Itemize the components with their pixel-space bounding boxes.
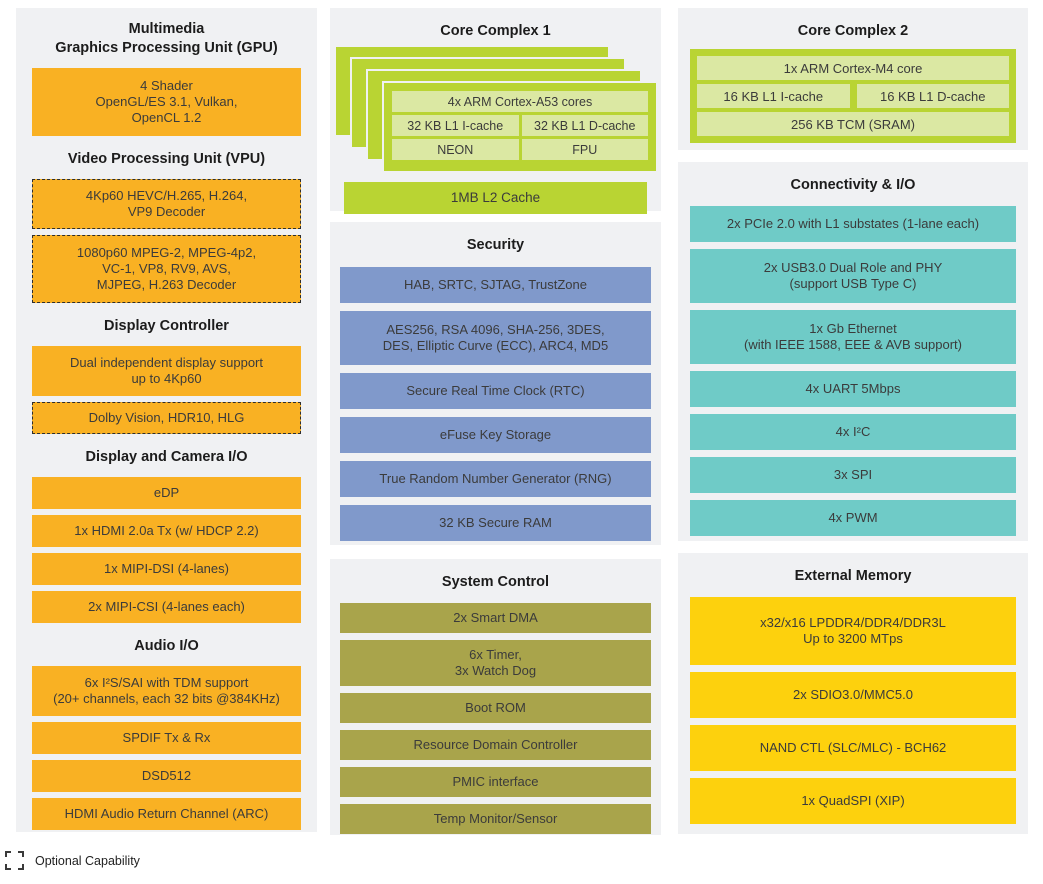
section-title-gpu: Multimedia Graphics Processing Unit (GPU… xyxy=(55,21,278,56)
block-smart-dma: 2x Smart DMA xyxy=(340,603,651,633)
block-rng: True Random Number Generator (RNG) xyxy=(340,461,651,497)
panel-connectivity-io: Connectivity & I/O 2x PCIe 2.0 with L1 s… xyxy=(678,162,1028,541)
block-a53-cores: 4x ARM Cortex-A53 cores xyxy=(392,91,648,112)
block-l2-cache: 1MB L2 Cache xyxy=(344,182,647,214)
block-timer-watchdog: 6x Timer, 3x Watch Dog xyxy=(340,640,651,686)
section-title-external-memory: External Memory xyxy=(794,568,912,584)
block-pcie: 2x PCIe 2.0 with L1 substates (1-lane ea… xyxy=(690,206,1016,242)
block-fpu: FPU xyxy=(521,139,648,160)
dashed-box-icon xyxy=(5,851,24,870)
block-mipi-dsi: 1x MIPI-DSI (4-lanes) xyxy=(32,553,301,585)
block-mipi-csi: 2x MIPI-CSI (4-lanes each) xyxy=(32,591,301,623)
block-secure-ram: 32 KB Secure RAM xyxy=(340,505,651,541)
panel-core-complex-2: Core Complex 2 1x ARM Cortex-M4 core 16 … xyxy=(678,8,1028,150)
block-i2s-sai: 6x I²S/SAI with TDM support (20+ channel… xyxy=(32,666,301,716)
block-l1-icache: 32 KB L1 I-cache xyxy=(392,115,519,136)
section-title-core-complex-1: Core Complex 1 xyxy=(440,23,551,39)
cortex-a53-core-stack: 4x ARM Cortex-A53 cores 32 KB L1 I-cache… xyxy=(330,45,661,176)
block-dual-display: Dual independent display support up to 4… xyxy=(32,346,301,396)
block-m4-l1-dcache: 16 KB L1 D-cache xyxy=(856,84,1009,108)
block-tcm-sram: 256 KB TCM (SRAM) xyxy=(697,112,1009,136)
panel-external-memory: External Memory x32/x16 LPDDR4/DDR4/DDR3… xyxy=(678,553,1028,834)
panel-core-complex-1: Core Complex 1 4x ARM Cortex-A53 cores 3… xyxy=(330,8,661,214)
panel-multimedia: Multimedia Graphics Processing Unit (GPU… xyxy=(16,8,317,832)
block-lpddr4: x32/x16 LPDDR4/DDR4/DDR3L Up to 3200 MTp… xyxy=(690,597,1016,665)
block-boot-rom: Boot ROM xyxy=(340,693,651,723)
core-card-front: 4x ARM Cortex-A53 cores 32 KB L1 I-cache… xyxy=(382,81,658,173)
block-edp: eDP xyxy=(32,477,301,509)
section-title-display-camera-io: Display and Camera I/O xyxy=(85,449,248,465)
neon-fpu-row: NEON FPU xyxy=(392,139,648,160)
block-secure-rtc: Secure Real Time Clock (RTC) xyxy=(340,373,651,409)
section-title-system-control: System Control xyxy=(441,574,550,590)
section-title-audio-io: Audio I/O xyxy=(134,638,199,654)
panel-system-control: System Control 2x Smart DMA 6x Timer, 3x… xyxy=(330,559,661,835)
block-usb3: 2x USB3.0 Dual Role and PHY (support USB… xyxy=(690,249,1016,303)
block-spdif: SPDIF Tx & Rx xyxy=(32,722,301,754)
legend-optional-capability: Optional Capability xyxy=(5,851,140,870)
block-temp-monitor: Temp Monitor/Sensor xyxy=(340,804,651,834)
block-quadspi: 1x QuadSPI (XIP) xyxy=(690,778,1016,824)
m4-cache-row: 16 KB L1 I-cache 16 KB L1 D-cache xyxy=(697,84,1009,108)
block-hdmi-arc: HDMI Audio Return Channel (ARC) xyxy=(32,798,301,830)
block-gb-ethernet: 1x Gb Ethernet (with IEEE 1588, EEE & AV… xyxy=(690,310,1016,364)
section-title-display-controller: Display Controller xyxy=(104,318,229,334)
block-m4-core: 1x ARM Cortex-M4 core xyxy=(697,56,1009,80)
block-hab-trustzone: HAB, SRTC, SJTAG, TrustZone xyxy=(340,267,651,303)
panel-security: Security HAB, SRTC, SJTAG, TrustZone AES… xyxy=(330,222,661,545)
block-nand-ctl: NAND CTL (SLC/MLC) - BCH62 xyxy=(690,725,1016,771)
block-efuse-key-storage: eFuse Key Storage xyxy=(340,417,651,453)
section-title-core-complex-2: Core Complex 2 xyxy=(797,23,909,39)
block-crypto-engines: AES256, RSA 4096, SHA-256, 3DES, DES, El… xyxy=(340,311,651,365)
block-gpu-shader: 4 Shader OpenGL/ES 3.1, Vulkan, OpenCL 1… xyxy=(32,68,301,136)
block-vpu-1080p-decoder: 1080p60 MPEG-2, MPEG-4p2, VC-1, VP8, RV9… xyxy=(32,235,301,303)
block-i2c: 4x I²C xyxy=(690,414,1016,450)
block-uart: 4x UART 5Mbps xyxy=(690,371,1016,407)
block-resource-domain-controller: Resource Domain Controller xyxy=(340,730,651,760)
block-spi: 3x SPI xyxy=(690,457,1016,493)
section-title-vpu: Video Processing Unit (VPU) xyxy=(67,151,266,167)
legend-label: Optional Capability xyxy=(35,853,140,868)
block-neon: NEON xyxy=(392,139,519,160)
block-dsd512: DSD512 xyxy=(32,760,301,792)
block-pwm: 4x PWM xyxy=(690,500,1016,536)
l1-cache-row: 32 KB L1 I-cache 32 KB L1 D-cache xyxy=(392,115,648,136)
block-hdmi-tx: 1x HDMI 2.0a Tx (w/ HDCP 2.2) xyxy=(32,515,301,547)
cortex-m4-core-card: 1x ARM Cortex-M4 core 16 KB L1 I-cache 1… xyxy=(690,49,1016,143)
block-pmic-interface: PMIC interface xyxy=(340,767,651,797)
block-sdio-mmc: 2x SDIO3.0/MMC5.0 xyxy=(690,672,1016,718)
block-l1-dcache: 32 KB L1 D-cache xyxy=(521,115,648,136)
section-title-security: Security xyxy=(466,237,525,253)
block-m4-l1-icache: 16 KB L1 I-cache xyxy=(697,84,850,108)
section-title-connectivity-io: Connectivity & I/O xyxy=(790,177,916,193)
block-vpu-4k-decoder: 4Kp60 HEVC/H.265, H.264, VP9 Decoder xyxy=(32,179,301,229)
block-dolby-vision-hdr: Dolby Vision, HDR10, HLG xyxy=(32,402,301,434)
